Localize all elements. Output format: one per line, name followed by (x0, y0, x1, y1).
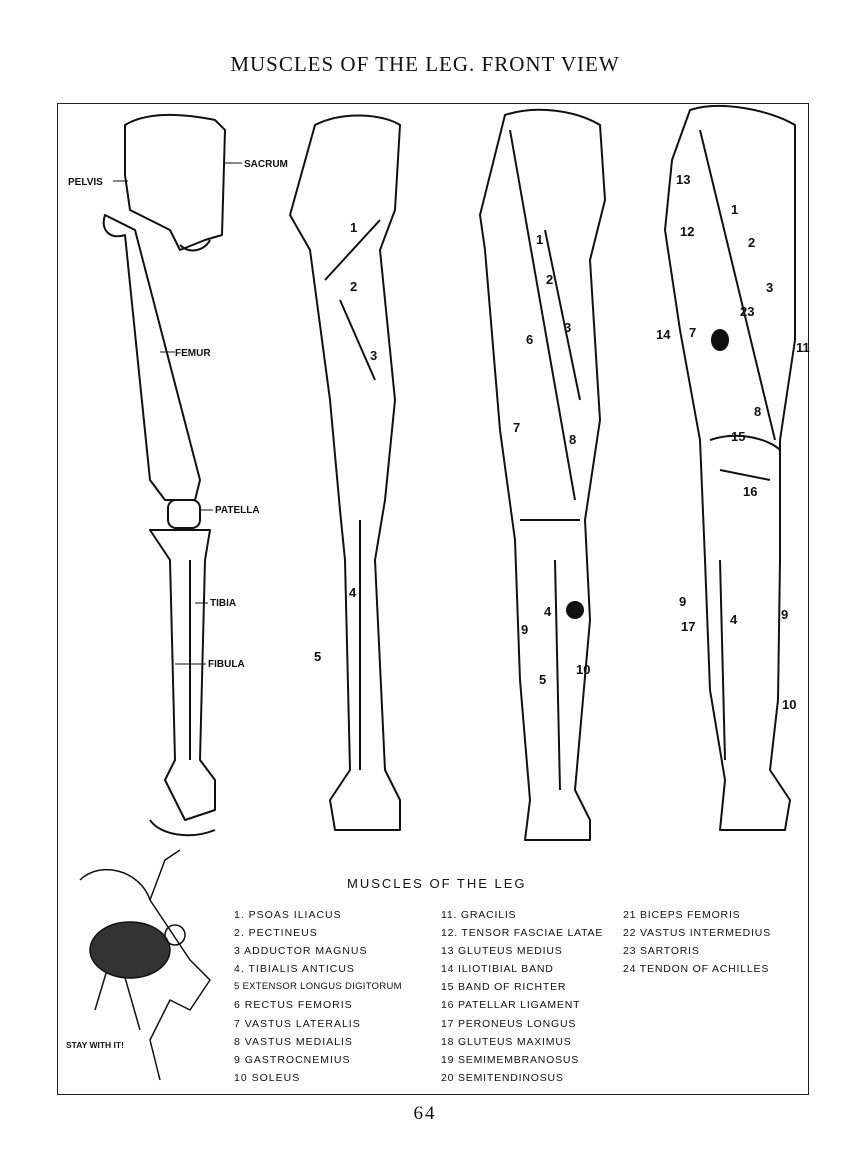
legend-item: 10 SOLEUS (234, 1071, 301, 1084)
legend-item: 19 SEMIMEMBRANOSUS (441, 1053, 580, 1066)
cartoon-caption: STAY WITH IT! (66, 1040, 124, 1050)
legend-item: 17 PERONEUS LONGUS (441, 1017, 577, 1030)
muscle-number: 8 (754, 404, 761, 419)
muscle-number: 2 (350, 279, 357, 294)
legend-item: 3 ADDUCTOR MAGNUS (234, 945, 368, 958)
label-fibula: FIBULA (208, 659, 245, 670)
muscle-number: 5 (314, 649, 321, 664)
legend-item: 7 VASTUS LATERALIS (234, 1017, 361, 1030)
legend-item: 2. PECTINEUS (234, 927, 318, 940)
legend-item: 6 RECTUS FEMORIS (234, 999, 353, 1012)
legend-item: 20 SEMITENDINOSUS (441, 1071, 564, 1084)
muscle-number: 2 (546, 272, 553, 287)
muscle-number: 15 (731, 429, 745, 444)
muscle-number: 3 (564, 320, 571, 335)
legend-item: 5 EXTENSOR LONGUS DIGITORUM (234, 981, 402, 993)
muscle-number: 9 (521, 622, 528, 637)
muscle-number: 10 (782, 697, 796, 712)
muscle-number: 2 (748, 235, 755, 250)
legend-item: 4. TIBIALIS ANTICUS (234, 963, 355, 976)
muscle-figure-deep (289, 114, 401, 831)
legend-item: 23 SARTORIS (623, 945, 700, 958)
muscle-number: 17 (681, 619, 695, 634)
muscle-number: 12 (680, 224, 694, 239)
cartoon-horse-rider (79, 849, 211, 1081)
muscle-number: 13 (676, 172, 690, 187)
legend-item: 16 PATELLAR LIGAMENT (441, 999, 581, 1012)
legend-item: 1. PSOAS ILIACUS (234, 909, 342, 921)
legend-column-1: 1. PSOAS ILIACUS 2. PECTINEUS 3 ADDUCTOR… (234, 906, 402, 1087)
muscle-number: 1 (731, 202, 738, 217)
legend-item: 22 VASTUS INTERMEDIUS (623, 927, 771, 940)
legend-item: 14 ILIOTIBIAL BAND (441, 963, 554, 976)
muscle-number: 1 (350, 220, 357, 235)
legend-column-2: 11. GRACILIS 12. TENSOR FASCIAE LATAE 13… (441, 906, 603, 1087)
legend-item: 12. TENSOR FASCIAE LATAE (441, 927, 604, 940)
page-title: MUSCLES OF THE LEG. FRONT VIEW (230, 52, 620, 76)
skeleton-figure: PELVIS SACRUM FEMUR PATELLA TIBIA FIBULA (68, 114, 288, 837)
legend-item: 13 GLUTEUS MEDIUS (441, 945, 563, 958)
muscle-number: 3 (370, 348, 377, 363)
muscle-number: 5 (539, 672, 546, 687)
muscle-number: 9 (679, 594, 686, 609)
page-number: 64 (413, 1103, 437, 1124)
label-tibia: TIBIA (210, 598, 236, 609)
legend-column-3: 21 BICEPS FEMORIS 22 VASTUS INTERMEDIUS … (623, 906, 771, 978)
muscle-number: 3 (766, 280, 773, 295)
muscle-figure-superficial (664, 104, 796, 831)
legend-item: 9 GASTROCNEMIUS (234, 1053, 351, 1066)
muscle-number: 9 (781, 607, 788, 622)
muscle-number: 6 (526, 332, 533, 347)
muscle-number: 16 (743, 484, 757, 499)
muscle-number: 11 (796, 340, 810, 355)
illustration-frame (57, 103, 809, 1095)
muscle-figure-middle (479, 108, 606, 841)
muscle-number: 7 (513, 420, 520, 435)
muscle-number: 4 (349, 585, 357, 600)
muscle-number: 4 (730, 612, 738, 627)
label-femur: FEMUR (175, 348, 211, 359)
legend-item: 21 BICEPS FEMORIS (623, 909, 741, 921)
label-sacrum: SACRUM (244, 159, 288, 170)
legend-title: MUSCLES OF THE LEG (347, 876, 527, 891)
muscle-number: 7 (689, 325, 696, 340)
legend-item: 15 BAND OF RICHTER (441, 981, 567, 994)
legend-item: 8 VASTUS MEDIALIS (234, 1035, 353, 1048)
muscle-number: 8 (569, 432, 576, 447)
muscle-number: 1 (536, 232, 543, 247)
legend-item: 24 TENDON OF ACHILLES (623, 963, 770, 976)
muscle-number: 10 (576, 662, 590, 677)
legend-item: 18 GLUTEUS MAXIMUS (441, 1035, 572, 1048)
muscle-number: 14 (656, 327, 671, 342)
label-pelvis: PELVIS (68, 177, 103, 188)
muscle-number: 23 (740, 304, 754, 319)
label-patella: PATELLA (215, 505, 260, 516)
muscle-number: 4 (544, 604, 552, 619)
legend-item: 11. GRACILIS (441, 909, 517, 921)
